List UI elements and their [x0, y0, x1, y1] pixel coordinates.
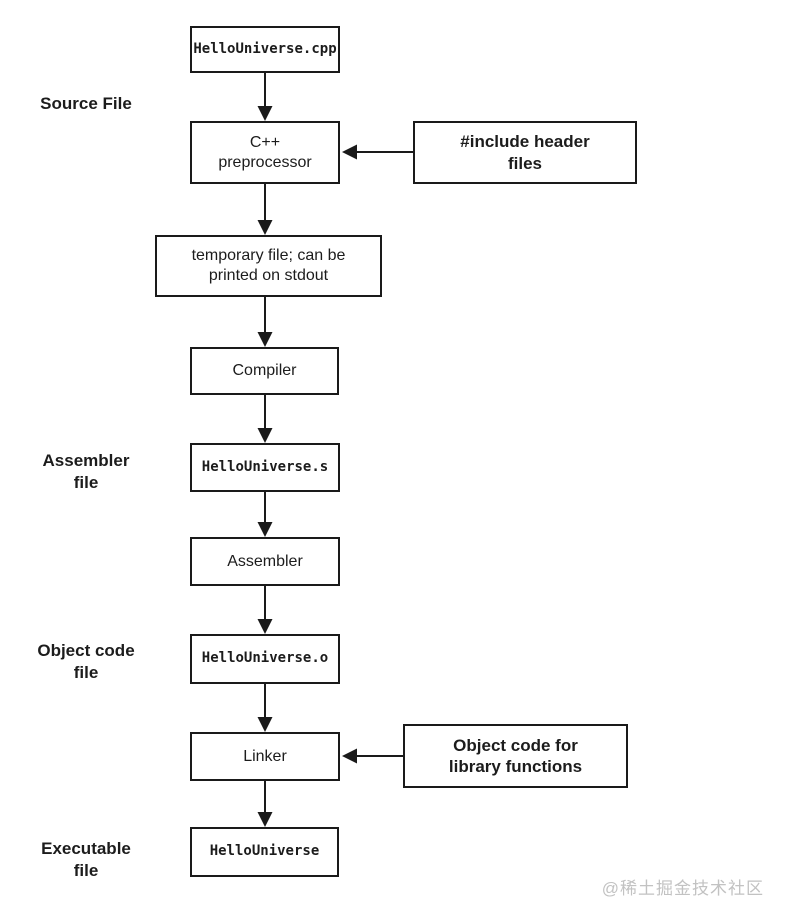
arrow-headers-to-preprocessor — [342, 144, 413, 160]
arrow-assembler-to-objectfile — [257, 586, 273, 634]
arrow-tempfile-to-compiler — [257, 297, 273, 347]
node-compiler-text: Compiler — [232, 362, 297, 379]
arrow-assemblerfile-to-assembler — [257, 492, 273, 537]
node-preprocessor: C++ preprocessor — [190, 121, 340, 184]
node-preprocessor-text: C++ preprocessor — [218, 133, 312, 171]
arrow-library-to-linker — [342, 748, 403, 764]
node-assembler-file-text: HelloUniverse.s — [201, 458, 329, 475]
node-assembler-text: Assembler — [227, 552, 303, 570]
label-assembler-file-text: Assembler file — [42, 451, 130, 492]
node-temp-file: temporary file; can be printed on stdout — [155, 235, 382, 297]
label-object-code-file-text: Object code file — [37, 641, 135, 682]
node-object-library: Object code for library functions — [403, 724, 628, 788]
node-object-file-text: HelloUniverse.o — [201, 650, 329, 667]
node-executable-text: HelloUniverse — [209, 843, 320, 860]
node-linker: Linker — [190, 732, 340, 781]
node-include-headers: #include header files — [413, 121, 637, 184]
node-executable: HelloUniverse — [190, 827, 339, 877]
label-executable-file-text: Executable file — [41, 839, 131, 880]
node-assembler-file: HelloUniverse.s — [190, 443, 340, 492]
node-include-headers-text: #include header files — [460, 132, 590, 173]
label-source-file-text: Source File — [40, 94, 132, 113]
arrow-objectfile-to-linker — [257, 684, 273, 732]
node-assembler: Assembler — [190, 537, 340, 586]
node-temp-file-text: temporary file; can be printed on stdout — [191, 247, 346, 284]
watermark: @稀土掘金技术社区 — [601, 879, 764, 898]
label-object-code-file: Object code file — [16, 640, 156, 684]
node-compiler: Compiler — [190, 347, 339, 395]
node-source-file-text: HelloUniverse.cpp — [193, 40, 337, 57]
node-object-file: HelloUniverse.o — [190, 634, 340, 684]
label-source-file: Source File — [16, 93, 156, 115]
label-assembler-file: Assembler file — [16, 450, 156, 494]
label-executable-file: Executable file — [16, 838, 156, 882]
arrow-preprocessor-to-tempfile — [257, 184, 273, 235]
arrow-cpp-to-preprocessor — [257, 73, 273, 121]
arrow-compiler-to-assemblerfile — [257, 395, 273, 443]
arrow-linker-to-executable — [257, 781, 273, 827]
node-source-file: HelloUniverse.cpp — [190, 26, 340, 73]
node-object-library-text: Object code for library functions — [448, 735, 583, 776]
node-linker-text: Linker — [243, 747, 287, 765]
